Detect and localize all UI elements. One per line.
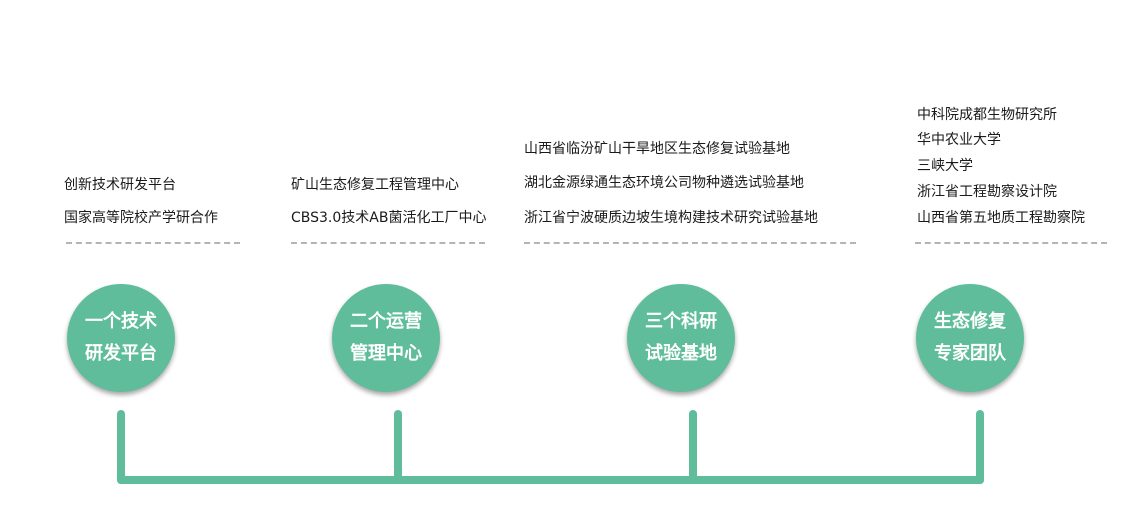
column-3-divider — [524, 242, 856, 244]
column-3-item-2: 湖北金源绿通生态环境公司物种遴选试验基地 — [524, 175, 804, 191]
circle-2-line-1: 二个运营 — [350, 311, 422, 332]
connector-stem-1 — [117, 410, 125, 484]
circle-research-base: 三个科研 试验基地 — [627, 284, 735, 392]
circle-rd-platform: 一个技术 研发平台 — [67, 284, 175, 392]
connector-baseline — [117, 476, 984, 484]
column-3-item-3: 浙江省宁波硬质边坡生境构建技术研究试验基地 — [524, 210, 818, 226]
column-1-item-1: 创新技术研发平台 — [64, 177, 176, 193]
circle-3-line-2: 试验基地 — [645, 343, 717, 364]
connector-stem-4 — [976, 410, 984, 484]
connector-stem-2 — [394, 410, 402, 484]
column-1-item-2: 国家高等院校产学研合作 — [64, 210, 218, 226]
circle-expert-team: 生态修复 专家团队 — [916, 284, 1024, 392]
column-4-item-1: 中科院成都生物研究所 — [917, 107, 1057, 123]
column-1-divider — [66, 242, 240, 244]
circle-1-line-2: 研发平台 — [85, 343, 157, 364]
column-2-item-1: 矿山生态修复工程管理中心 — [291, 177, 459, 193]
circle-management-center: 二个运营 管理中心 — [332, 284, 440, 392]
column-2-item-2: CBS3.0技术AB菌活化工厂中心 — [291, 210, 487, 226]
column-2-divider — [291, 242, 485, 244]
circle-4-line-2: 专家团队 — [934, 343, 1006, 364]
connector-stem-3 — [689, 410, 697, 484]
column-4-item-4: 浙江省工程勘察设计院 — [917, 184, 1057, 200]
circle-3-line-1: 三个科研 — [645, 311, 717, 332]
column-3-item-1: 山西省临汾矿山干旱地区生态修复试验基地 — [524, 141, 790, 157]
column-4-item-3: 三峡大学 — [917, 158, 973, 174]
column-4-divider — [915, 242, 1107, 244]
circle-1-line-1: 一个技术 — [85, 311, 157, 332]
circle-2-line-2: 管理中心 — [350, 343, 422, 364]
column-4-item-5: 山西省第五地质工程勘察院 — [917, 210, 1085, 226]
column-4-item-2: 华中农业大学 — [917, 132, 1001, 148]
circle-4-line-1: 生态修复 — [934, 311, 1006, 332]
